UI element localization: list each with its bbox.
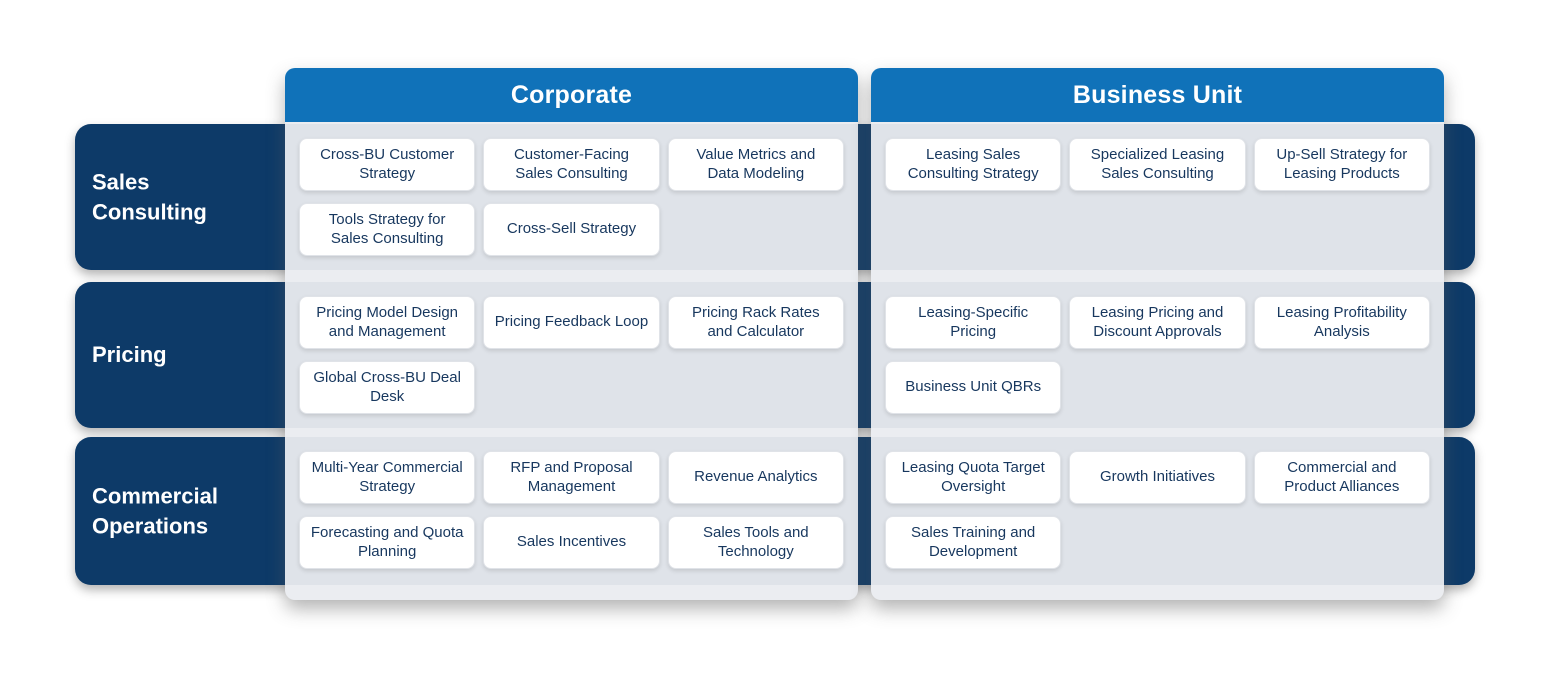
- capability-chip: Pricing Feedback Loop: [483, 296, 660, 349]
- capability-chip: Cross-BU Customer Strategy: [299, 138, 476, 191]
- row-label-pricing: Pricing: [92, 342, 167, 368]
- capability-chip: Leasing Quota Target Oversight: [885, 451, 1062, 504]
- capability-chip: Cross-Sell Strategy: [483, 203, 660, 256]
- corporate-header: Corporate: [285, 68, 858, 122]
- capability-chip: Specialized Leasing Sales Consulting: [1069, 138, 1246, 191]
- capability-chip: Sales Training and Development: [885, 516, 1062, 569]
- capability-chip: Leasing Profitability Analysis: [1253, 296, 1430, 349]
- capability-chip: RFP and Proposal Management: [483, 451, 660, 504]
- capability-chip: Multi-Year Commercial Strategy: [299, 451, 476, 504]
- capability-chip: Sales Incentives: [483, 516, 660, 569]
- business-unit-panel: Business Unit Leasing Sales Consulting S…: [871, 68, 1444, 600]
- capability-chip: Leasing Pricing and Discount Approvals: [1069, 296, 1246, 349]
- capability-chip: Business Unit QBRs: [885, 361, 1062, 414]
- capability-chip: Value Metrics and Data Modeling: [667, 138, 844, 191]
- capability-chip: Commercial and Product Alliances: [1253, 451, 1430, 504]
- capability-chip: Up-Sell Strategy for Leasing Products: [1253, 138, 1430, 191]
- capability-chip: Tools Strategy for Sales Consulting: [299, 203, 476, 256]
- capability-chip: Revenue Analytics: [667, 451, 844, 504]
- row-label-commercial-operations: Commercial Operations: [92, 483, 218, 538]
- capability-chip: Global Cross-BU Deal Desk: [299, 361, 476, 414]
- row-label-sales-consulting: Sales Consulting: [92, 169, 207, 224]
- capability-chip: Growth Initiatives: [1069, 451, 1246, 504]
- capability-chip: Pricing Model Design and Management: [299, 296, 476, 349]
- business-unit-header: Business Unit: [871, 68, 1444, 122]
- capability-chip: Leasing Sales Consulting Strategy: [885, 138, 1062, 191]
- capability-chip: Forecasting and Quota Planning: [299, 516, 476, 569]
- capability-chip: Customer-Facing Sales Consulting: [483, 138, 660, 191]
- capability-chip: Pricing Rack Rates and Calculator: [667, 296, 844, 349]
- capability-chip: Leasing-Specific Pricing: [885, 296, 1062, 349]
- capability-chip: Sales Tools and Technology: [667, 516, 844, 569]
